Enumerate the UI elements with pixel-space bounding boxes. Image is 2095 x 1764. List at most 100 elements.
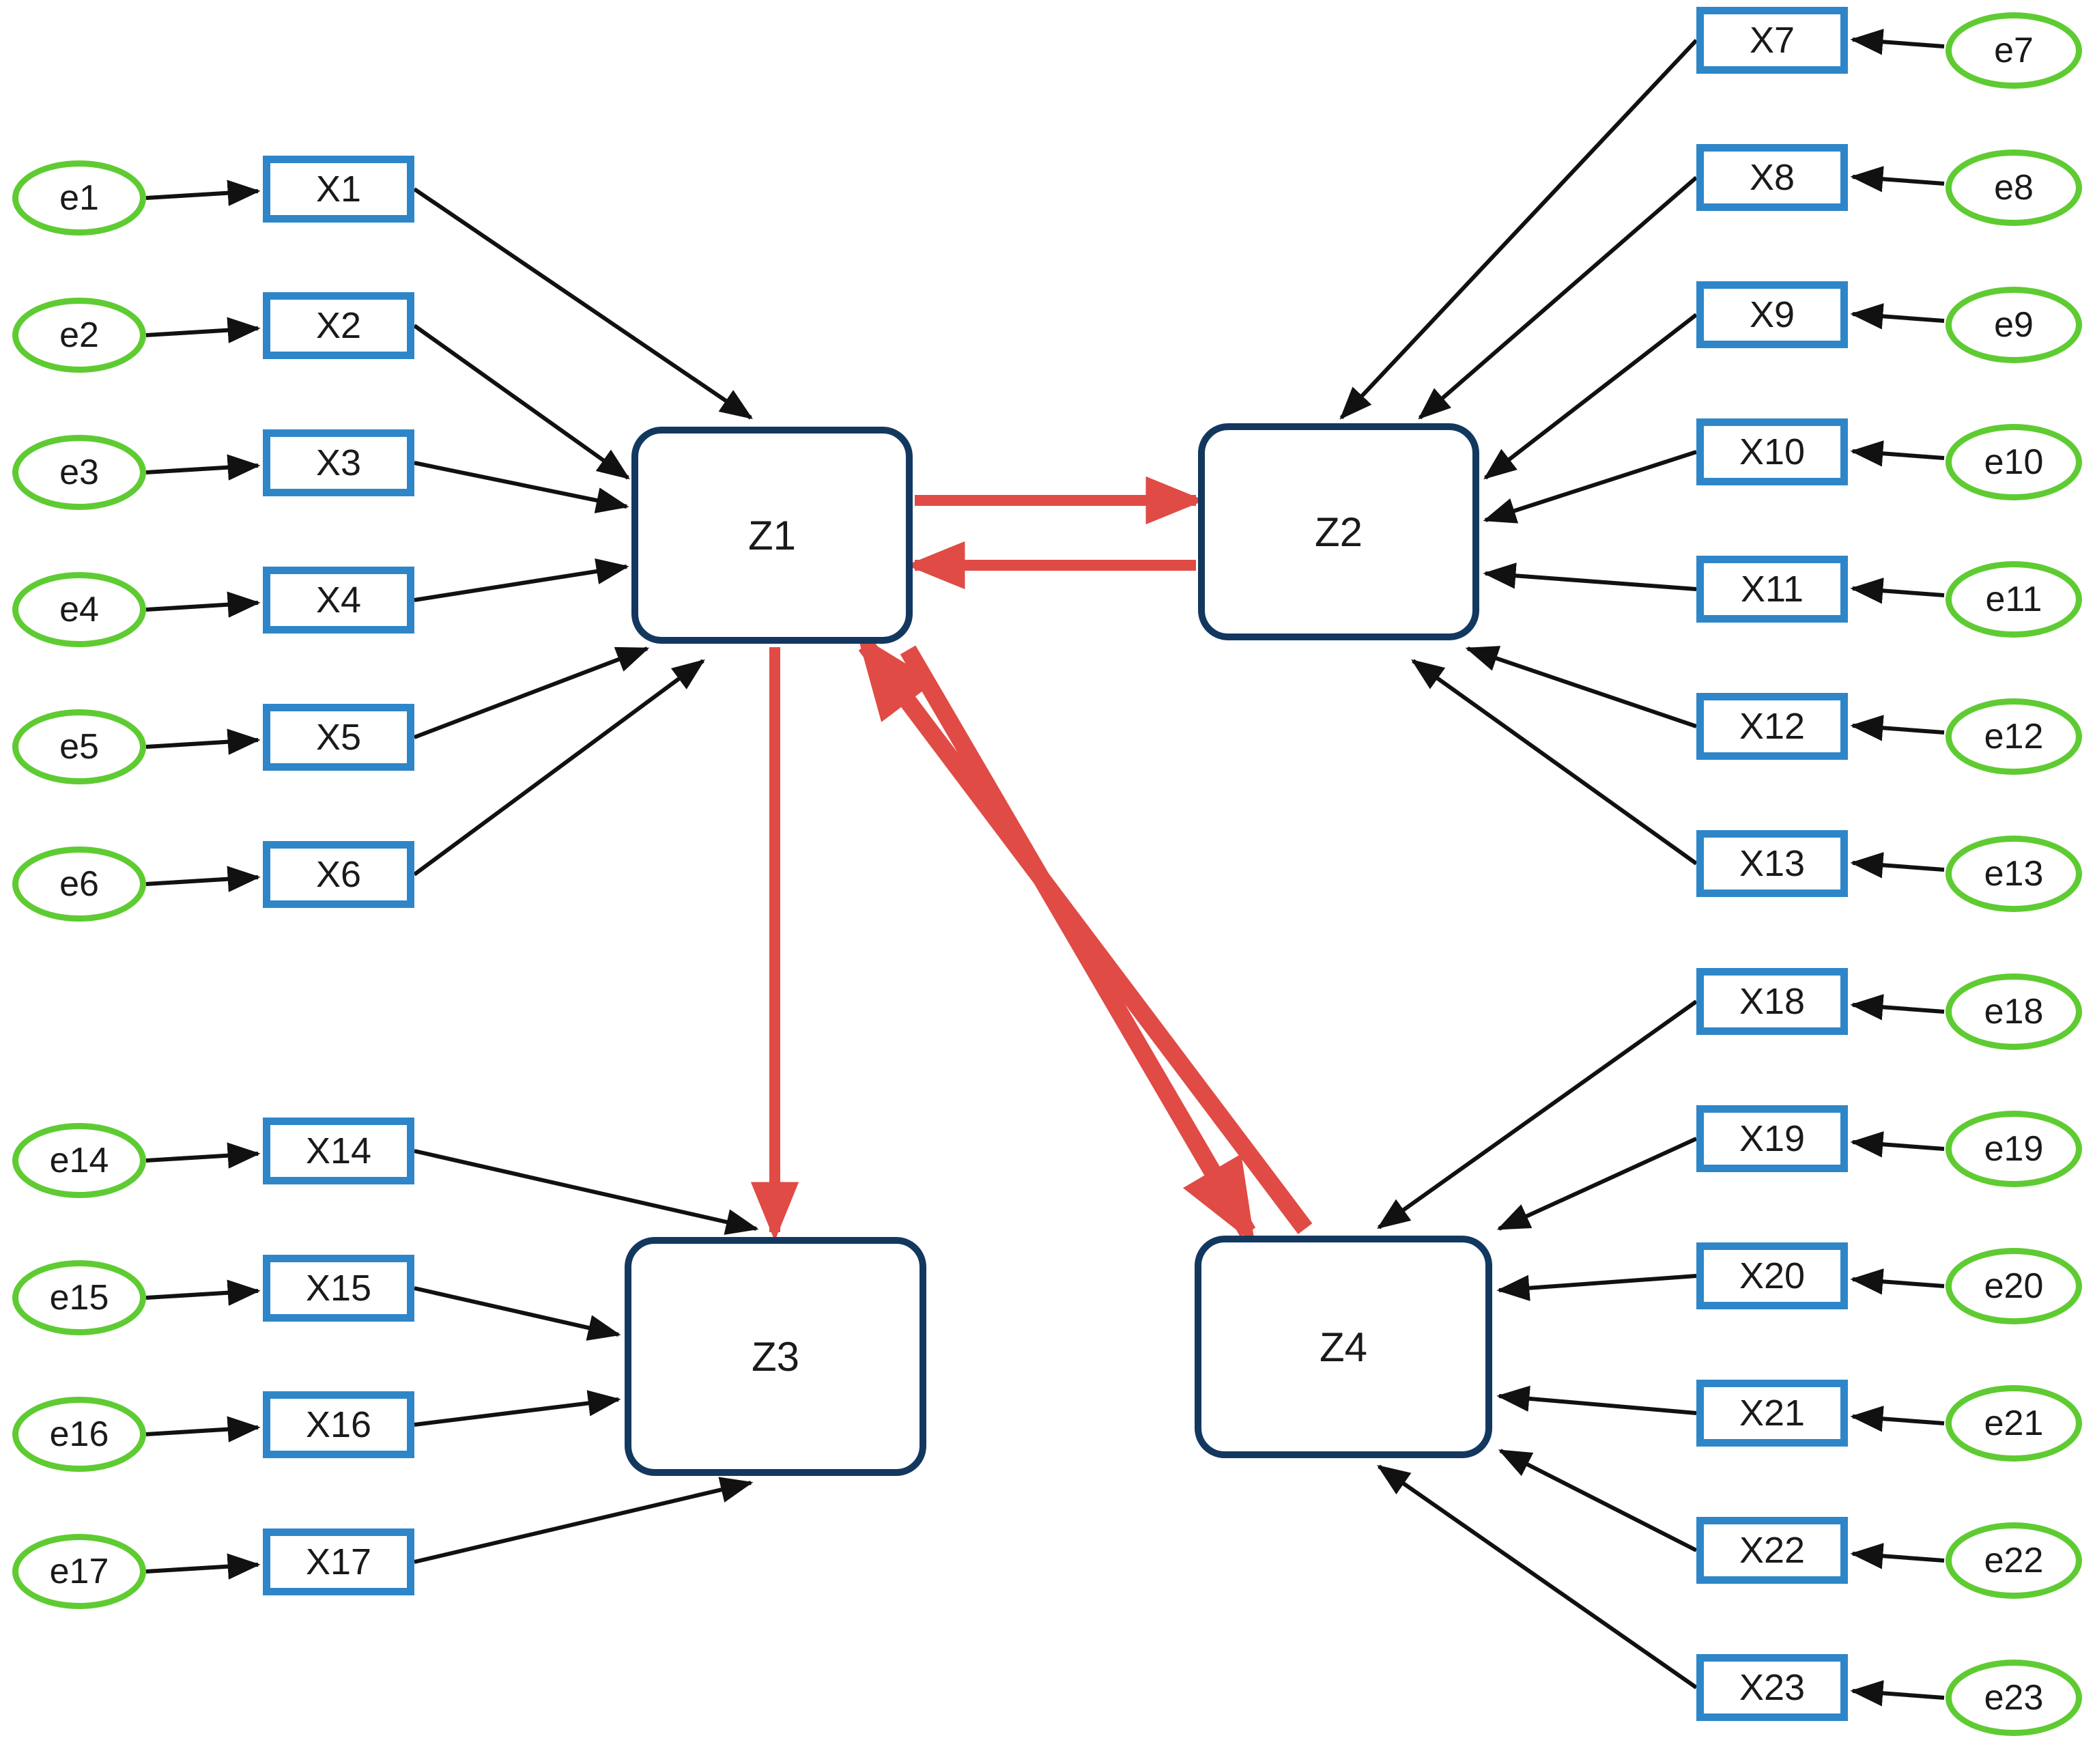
observed-node-x7[interactable]: X7 xyxy=(1696,7,1848,74)
loading-path-X2-to-Z1 xyxy=(413,324,630,480)
error-path-e15-to-X15 xyxy=(145,1279,261,1306)
error-node-label: e13 xyxy=(1984,854,2044,894)
observed-node-label: X7 xyxy=(1749,20,1795,61)
error-node-label: e12 xyxy=(1984,717,2044,756)
error-node-e15[interactable]: e15 xyxy=(12,1260,146,1335)
error-node-e23[interactable]: e23 xyxy=(1946,1660,2082,1736)
error-node-e21[interactable]: e21 xyxy=(1946,1385,2082,1462)
error-node-label: e16 xyxy=(49,1414,109,1454)
error-path-e20-to-X20 xyxy=(1850,1268,1945,1295)
observed-to-latent-paths xyxy=(413,38,1698,1690)
observed-node-label: X13 xyxy=(1739,843,1806,884)
loading-path-X10-to-Z2 xyxy=(1483,450,1697,524)
error-node-label: e18 xyxy=(1984,992,2044,1032)
observed-node-x6[interactable]: X6 xyxy=(263,841,414,908)
error-node-label: e20 xyxy=(1984,1266,2044,1306)
observed-node-x8[interactable]: X8 xyxy=(1696,144,1848,211)
error-node-e8[interactable]: e8 xyxy=(1946,150,2082,226)
error-path-e4-to-X4 xyxy=(145,591,261,618)
error-node-e2[interactable]: e2 xyxy=(12,298,146,373)
error-node-e20[interactable]: e20 xyxy=(1946,1248,2082,1324)
error-node-label: e21 xyxy=(1984,1404,2044,1443)
observed-node-x9[interactable]: X9 xyxy=(1696,281,1848,348)
error-node-e13[interactable]: e13 xyxy=(1946,836,2082,912)
loading-path-X21-to-Z4 xyxy=(1496,1385,1697,1415)
error-path-e1-to-X1 xyxy=(145,180,261,206)
observed-node-x14[interactable]: X14 xyxy=(263,1118,414,1184)
observed-node-x16[interactable]: X16 xyxy=(263,1391,414,1458)
error-node-label: e5 xyxy=(59,727,99,767)
error-node-e12[interactable]: e12 xyxy=(1946,698,2082,775)
loading-path-X11-to-Z2 xyxy=(1483,563,1697,591)
observed-node-x22[interactable]: X22 xyxy=(1696,1517,1848,1584)
error-node-e14[interactable]: e14 xyxy=(12,1123,146,1198)
latent-node-z1[interactable]: Z1 xyxy=(631,427,913,644)
error-path-e18-to-X18 xyxy=(1850,994,1945,1021)
observed-node-label: X16 xyxy=(305,1404,372,1445)
observed-node-x2[interactable]: X2 xyxy=(263,292,414,359)
observed-node-x20[interactable]: X20 xyxy=(1696,1242,1848,1309)
loading-path-X6-to-Z1 xyxy=(413,659,705,877)
loading-path-X13-to-Z2 xyxy=(1411,659,1698,866)
error-path-e11-to-X11 xyxy=(1850,578,1945,604)
error-node-label: e17 xyxy=(49,1552,109,1591)
error-path-e17-to-X17 xyxy=(145,1553,261,1580)
loading-path-X3-to-Z1 xyxy=(414,461,629,513)
latent-node-z2[interactable]: Z2 xyxy=(1198,423,1479,640)
observed-node-x3[interactable]: X3 xyxy=(263,429,414,496)
observed-node-label: X1 xyxy=(315,169,362,210)
observed-node-x4[interactable]: X4 xyxy=(263,567,414,634)
loading-path-X7-to-Z2 xyxy=(1339,38,1698,420)
error-node-e11[interactable]: e11 xyxy=(1946,561,2082,638)
observed-node-x19[interactable]: X19 xyxy=(1696,1105,1848,1172)
observed-node-label: X4 xyxy=(315,580,362,621)
error-node-e18[interactable]: e18 xyxy=(1946,973,2082,1050)
structural-path-Z1-to-Z4 xyxy=(900,645,1256,1244)
error-to-observed-paths xyxy=(145,29,1945,1707)
loading-path-X22-to-Z4 xyxy=(1498,1449,1698,1552)
error-node-e3[interactable]: e3 xyxy=(12,435,146,510)
observed-node-x21[interactable]: X21 xyxy=(1696,1380,1848,1447)
observed-node-label: X17 xyxy=(305,1541,372,1582)
observed-node-label: X22 xyxy=(1739,1530,1806,1571)
error-path-e22-to-X22 xyxy=(1850,1543,1945,1569)
observed-node-label: X12 xyxy=(1739,706,1806,747)
loading-path-X23-to-Z4 xyxy=(1377,1464,1698,1690)
error-node-e5[interactable]: e5 xyxy=(12,709,146,784)
observed-node-x13[interactable]: X13 xyxy=(1696,830,1848,897)
observed-node-x11[interactable]: X11 xyxy=(1696,556,1848,623)
observed-node-x17[interactable]: X17 xyxy=(263,1528,414,1595)
observed-node-x10[interactable]: X10 xyxy=(1696,418,1848,485)
loading-path-X5-to-Z1 xyxy=(413,646,650,739)
latent-node-z4[interactable]: Z4 xyxy=(1195,1236,1492,1458)
observed-node-label: X3 xyxy=(315,442,362,483)
error-node-e4[interactable]: e4 xyxy=(12,572,146,647)
latent-node-label: Z1 xyxy=(747,512,797,558)
observed-node-label: X23 xyxy=(1739,1667,1806,1708)
observed-node-x15[interactable]: X15 xyxy=(263,1255,414,1322)
error-node-e6[interactable]: e6 xyxy=(12,847,146,922)
latent-node-label: Z2 xyxy=(1314,509,1363,555)
observed-node-x12[interactable]: X12 xyxy=(1696,693,1848,760)
error-node-label: e22 xyxy=(1984,1541,2044,1580)
error-node-e9[interactable]: e9 xyxy=(1946,287,2082,363)
error-node-e7[interactable]: e7 xyxy=(1946,12,2082,89)
error-node-e19[interactable]: e19 xyxy=(1946,1111,2082,1187)
error-node-e22[interactable]: e22 xyxy=(1946,1522,2082,1599)
error-node-e16[interactable]: e16 xyxy=(12,1397,146,1472)
observed-node-x18[interactable]: X18 xyxy=(1696,968,1848,1035)
observed-node-x1[interactable]: X1 xyxy=(263,156,414,223)
observed-node-x23[interactable]: X23 xyxy=(1696,1654,1848,1721)
error-node-e17[interactable]: e17 xyxy=(12,1534,146,1609)
error-node-e1[interactable]: e1 xyxy=(12,160,146,236)
observed-node-label: X11 xyxy=(1740,569,1804,610)
error-node-e10[interactable]: e10 xyxy=(1946,424,2082,500)
latent-to-latent-paths xyxy=(750,476,1313,1244)
error-node-label: e9 xyxy=(1994,305,2034,345)
observed-node-x5[interactable]: X5 xyxy=(263,704,414,771)
latent-node-z3[interactable]: Z3 xyxy=(625,1237,926,1476)
error-path-e13-to-X13 xyxy=(1850,852,1945,879)
observed-node-label: X8 xyxy=(1749,157,1795,198)
loading-path-X8-to-Z2 xyxy=(1418,175,1698,420)
